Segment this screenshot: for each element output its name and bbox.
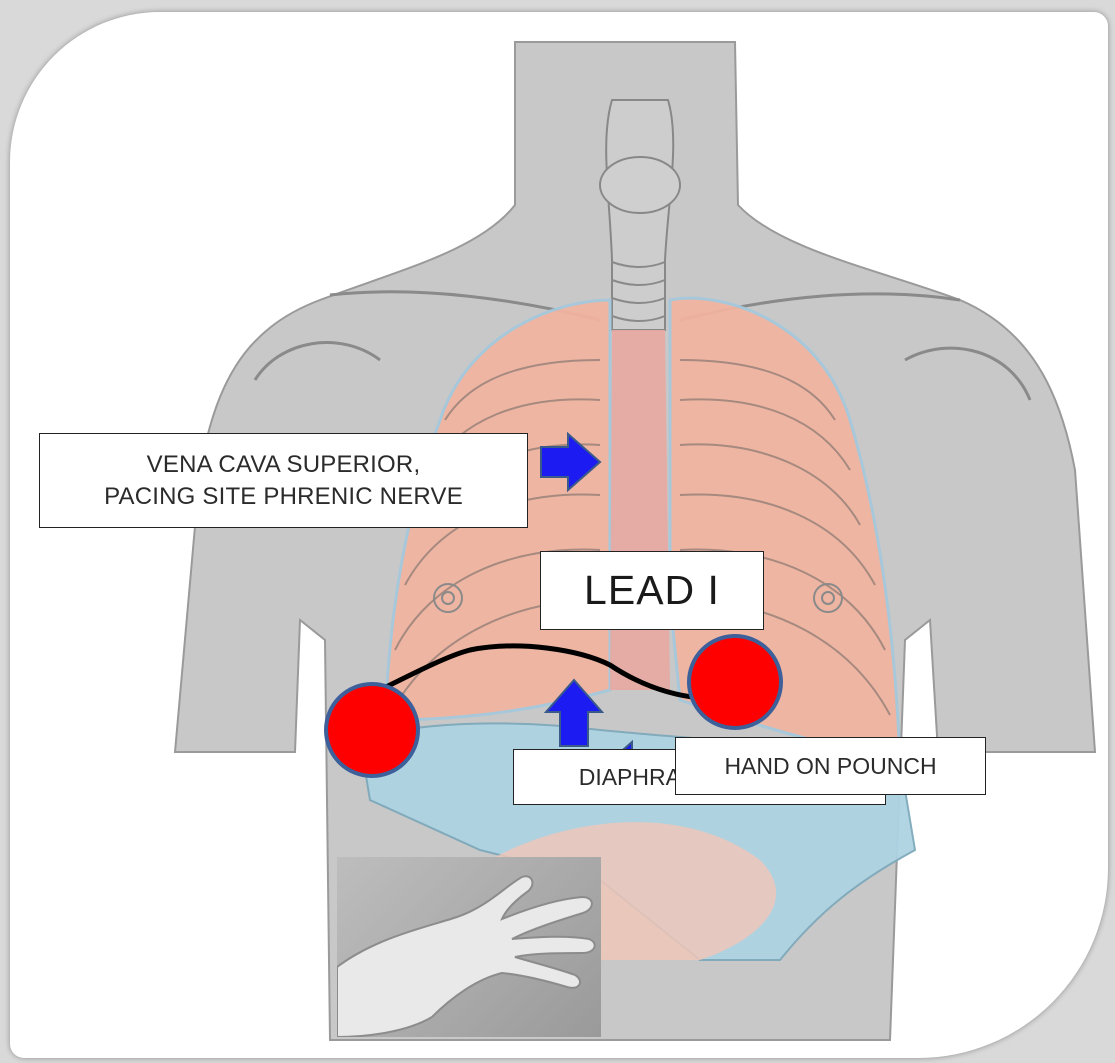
vena-cava-label-line1: VENA CAVA SUPERIOR,: [104, 449, 463, 481]
electrode-left: [689, 636, 781, 728]
thyroid: [600, 157, 680, 213]
lead-label: LEAD I: [540, 551, 764, 630]
hand-label: HAND ON POUNCH: [675, 737, 986, 795]
electrode-right: [326, 684, 418, 776]
hand-silhouette: [337, 857, 601, 1037]
figure-card: [10, 12, 1108, 1058]
trachea: [606, 100, 673, 330]
mediastinum: [610, 330, 670, 690]
vena-cava-label: VENA CAVA SUPERIOR, PACING SITE PHRENIC …: [39, 433, 528, 528]
vena-cava-label-line2: PACING SITE PHRENIC NERVE: [104, 481, 463, 513]
hand-photo: [337, 857, 601, 1037]
